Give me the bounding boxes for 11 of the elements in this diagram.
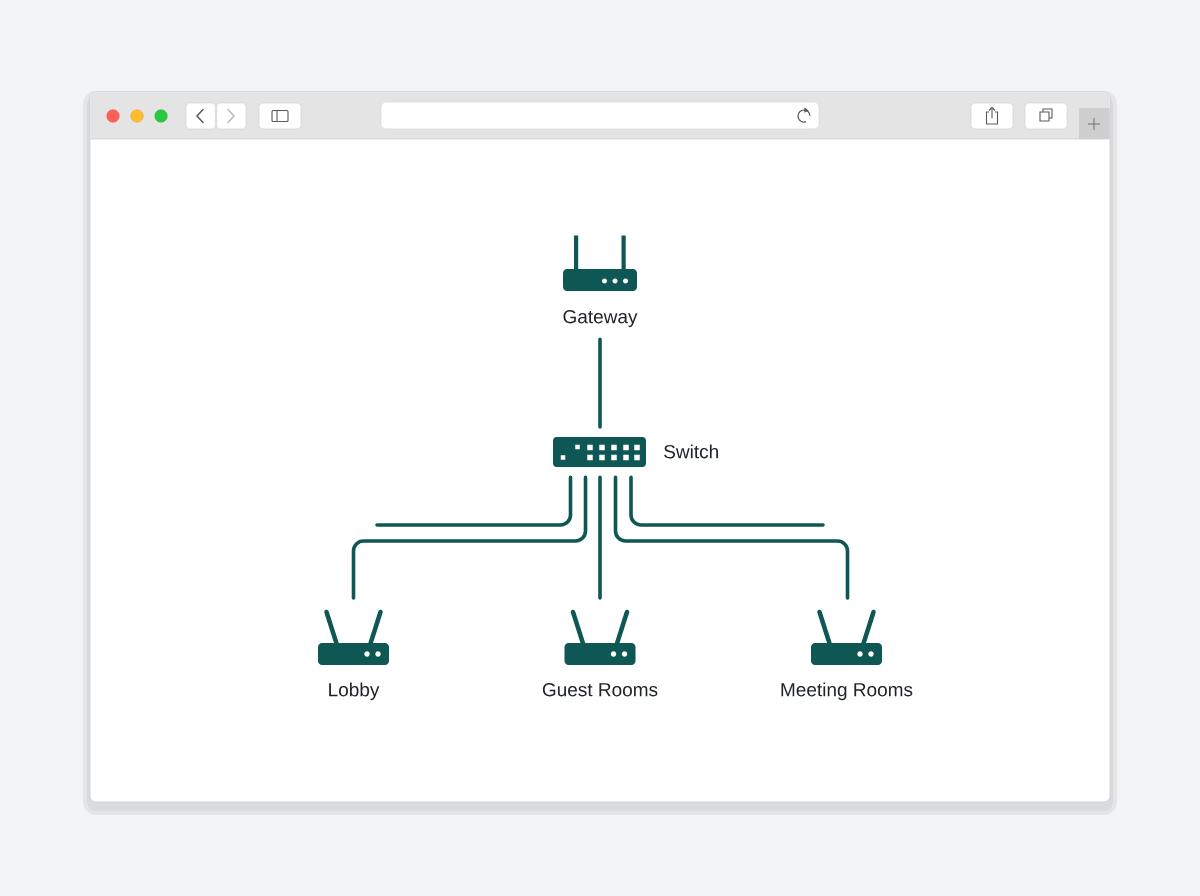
device-label: Switch <box>664 444 718 459</box>
device-label: Lobby <box>329 682 380 701</box>
device-label: Guest Rooms <box>542 682 658 697</box>
device-label: Meeting Rooms <box>781 682 913 701</box>
connection-line <box>613 475 850 600</box>
device-label: Gateway <box>563 309 638 328</box>
connection-line <box>598 475 602 600</box>
connection-line <box>629 475 825 527</box>
connection-line <box>375 475 573 527</box>
connection-line <box>598 337 602 429</box>
connection-line <box>351 475 588 600</box>
